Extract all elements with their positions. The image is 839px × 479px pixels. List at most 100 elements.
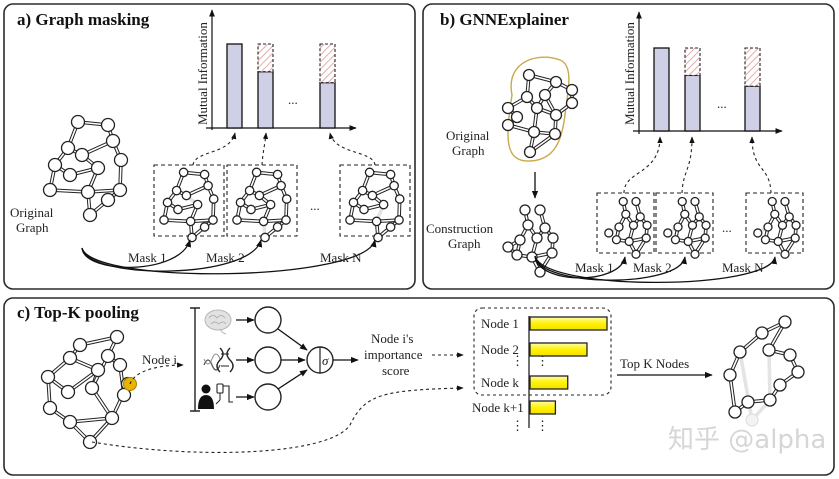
importance-bar-node-k [529, 375, 569, 390]
bar-retained-full [226, 43, 243, 129]
ranking-label: Node 1 [481, 316, 519, 331]
graph-node [265, 199, 276, 210]
original-graph-label-line2: Graph [16, 220, 49, 235]
graph-node [100, 348, 116, 364]
graph-node [162, 197, 173, 208]
graph-node [70, 114, 86, 130]
ellipsis: ... [288, 92, 298, 107]
original-graph [42, 114, 129, 223]
sigma-symbol: σ [322, 353, 329, 368]
graph-node [109, 329, 125, 345]
graph-node [105, 133, 121, 149]
graph-node [348, 197, 359, 208]
construction-graph-label-line1: Construction [426, 221, 494, 236]
graph-node [42, 182, 58, 198]
connector-graph-to-ranking [91, 385, 464, 453]
graph-node [628, 220, 639, 230]
graph-node [171, 185, 182, 196]
graph-node [763, 222, 773, 232]
connector-node-i [129, 362, 184, 385]
ellipsis-labels-1: ⋮ [511, 353, 524, 368]
graph-node [791, 365, 805, 379]
importance-bar-node-2 [529, 342, 588, 357]
graph-node [745, 413, 759, 427]
graph-node [778, 315, 792, 329]
graph-node [82, 207, 98, 223]
graph-node [203, 180, 213, 191]
graph-node [62, 167, 78, 183]
graph-node [90, 160, 106, 176]
graph-node [251, 167, 262, 178]
graph-node [791, 220, 801, 230]
graph-node [232, 215, 242, 225]
graph-node [783, 348, 797, 362]
connector-maskN-bar [749, 136, 772, 194]
original-graph [501, 68, 579, 159]
neuron-2 [254, 346, 282, 374]
graph-node [547, 232, 559, 244]
graph-node [701, 220, 711, 230]
mask-ellipsis: ... [310, 198, 320, 213]
explanation-subgraph-outline [507, 56, 570, 162]
bar-lost-mask-2 [684, 47, 701, 76]
graph-node [42, 400, 58, 416]
graph-node [112, 357, 128, 373]
graph-node [47, 157, 63, 173]
graph-node [254, 190, 265, 201]
graph-node [773, 236, 783, 247]
graph-node [614, 222, 624, 232]
graph-node [208, 194, 219, 204]
graph-node [548, 127, 562, 141]
graph-node [763, 393, 777, 407]
mask-1-label: Mask 1 [128, 250, 167, 265]
graph-node [244, 185, 255, 196]
graph-node [276, 180, 286, 191]
bar-retained-mask-n [744, 85, 761, 132]
graph-node [501, 101, 515, 115]
graph-node [246, 204, 256, 215]
panel-a-frame [3, 3, 416, 290]
graph-node [385, 222, 396, 232]
connector-maskN-bar [328, 132, 376, 166]
graph-edge-faint [767, 349, 772, 401]
original-graph-label-line2: Graph [452, 143, 485, 158]
y-axis-label: Mutual Information [195, 22, 210, 125]
graph-node [673, 222, 683, 232]
importance-bar-node-k-1 [529, 400, 557, 415]
panel-b-title: b) GNNExplainer [440, 10, 569, 29]
masked-construction-graphs [604, 196, 801, 259]
graph-node [663, 228, 673, 238]
feature-bracket [190, 307, 200, 412]
ranking-label: Node 2 [481, 342, 519, 357]
panel-b-frame [422, 3, 835, 290]
graph-node [502, 241, 514, 253]
graph-node [159, 215, 169, 225]
graph-node [80, 184, 96, 200]
bar-lost-mask-2 [257, 43, 274, 73]
patient-iv-icon [198, 383, 233, 409]
graph-node [777, 220, 788, 230]
graph-node [753, 228, 763, 238]
top-k-selection-box [473, 307, 612, 396]
graph-node [60, 384, 76, 400]
dna-icon [203, 347, 234, 373]
panel-gnnexplainer: b) GNNExplainer Mutual Information ... O… [422, 3, 835, 290]
graph-node [522, 68, 536, 82]
graph-node [281, 215, 291, 225]
bar-retained-mask-2 [257, 71, 274, 129]
mask-n-label: Mask N [722, 260, 764, 275]
arrow-to-mask-2 [81, 239, 263, 272]
graph-node [530, 101, 544, 115]
graph-node [728, 405, 742, 419]
graph-node [526, 251, 538, 263]
panel-c-title: c) Top-K pooling [17, 303, 139, 322]
graph-node [178, 167, 189, 178]
graph-node [60, 140, 76, 156]
mask-n-label: Mask N [320, 250, 362, 265]
mask-1-box [596, 192, 655, 254]
graph-node [116, 387, 132, 403]
original-graph-label-line1: Original [10, 205, 54, 220]
graph-node [113, 152, 129, 168]
connector-mask1-bar [192, 132, 237, 166]
